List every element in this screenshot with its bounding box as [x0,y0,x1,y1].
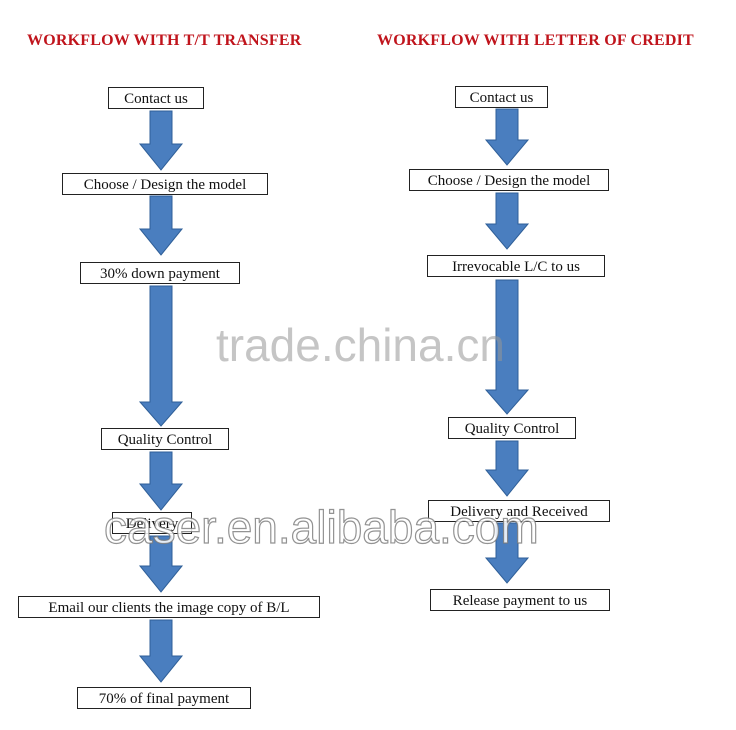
lc-step-choose-design: Choose / Design the model [409,169,609,191]
lc-workflow-title: WORKFLOW WITH LETTER OF CREDIT [377,32,694,49]
tt-step-quality-control: Quality Control [101,428,229,450]
tt-step-delivery: Delivery [112,512,192,534]
tt-arrow-3 [138,285,184,427]
lc-step-release-payment: Release payment to us [430,589,610,611]
tt-arrow-4 [138,451,184,511]
lc-arrow-3 [484,279,530,415]
tt-arrow-1 [138,110,184,171]
tt-workflow-title: WORKFLOW WITH T/T TRANSFER [27,32,302,49]
tt-step-choose-design: Choose / Design the model [62,173,268,195]
watermark-alibaba: caser.en.alibaba.com [103,500,539,553]
tt-step-down-payment: 30% down payment [80,262,240,284]
tt-arrow-2 [138,195,184,256]
lc-step-delivery-received: Delivery and Received [428,500,610,522]
lc-step-irrevocable-lc: Irrevocable L/C to us [427,255,605,277]
watermark-trade-china: trade.china.cn [216,319,505,371]
tt-step-final-payment: 70% of final payment [77,687,251,709]
tt-step-contact-us: Contact us [108,87,204,109]
lc-arrow-4 [484,440,530,497]
lc-arrow-1 [484,108,530,166]
lc-arrow-2 [484,192,530,250]
tt-step-email-bl: Email our clients the image copy of B/L [18,596,320,618]
tt-arrow-6 [138,619,184,683]
lc-step-contact-us: Contact us [455,86,548,108]
lc-arrow-5 [484,522,530,584]
tt-arrow-5 [138,535,184,593]
lc-step-quality-control: Quality Control [448,417,576,439]
